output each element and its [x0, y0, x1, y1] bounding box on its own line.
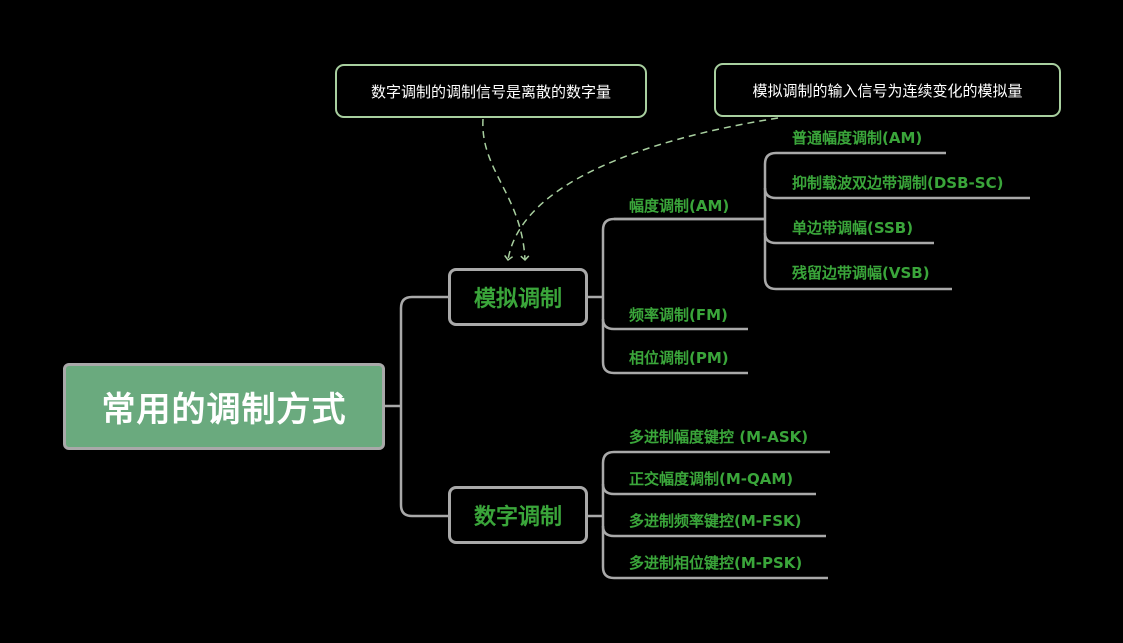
- am-standard-node[interactable]: 普通幅度调制(AM): [792, 129, 923, 147]
- am-node[interactable]: 幅度调制(AM): [629, 197, 730, 215]
- dsb-sc-node[interactable]: 抑制载波双边带调制(DSB-SC): [792, 174, 1004, 192]
- pm-node[interactable]: 相位调制(PM): [629, 349, 729, 367]
- m-ask-node[interactable]: 多进制幅度键控 (M-ASK): [629, 428, 809, 446]
- analog-connectors: [588, 151, 1030, 375]
- m-psk-node[interactable]: 多进制相位键控(M-PSK): [629, 554, 803, 572]
- vsb-node[interactable]: 残留边带调幅(VSB): [792, 264, 930, 282]
- note-connectors: [482, 117, 779, 262]
- m-fsk-node[interactable]: 多进制频率键控(M-FSK): [629, 512, 802, 530]
- ssb-node[interactable]: 单边带调幅(SSB): [792, 219, 914, 237]
- root-connectors: [385, 295, 448, 518]
- digital-note[interactable]: 数字调制的调制信号是离散的数字量: [335, 64, 647, 118]
- analog-note[interactable]: 模拟调制的输入信号为连续变化的模拟量: [714, 63, 1061, 117]
- m-qam-node[interactable]: 正交幅度调制(M-QAM): [629, 470, 794, 488]
- root-node[interactable]: 常用的调制方式: [63, 363, 385, 450]
- fm-node[interactable]: 频率调制(FM): [629, 306, 728, 324]
- digital-connectors: [588, 450, 830, 580]
- analog-modulation-node[interactable]: 模拟调制: [448, 268, 588, 326]
- digital-modulation-node[interactable]: 数字调制: [448, 486, 588, 544]
